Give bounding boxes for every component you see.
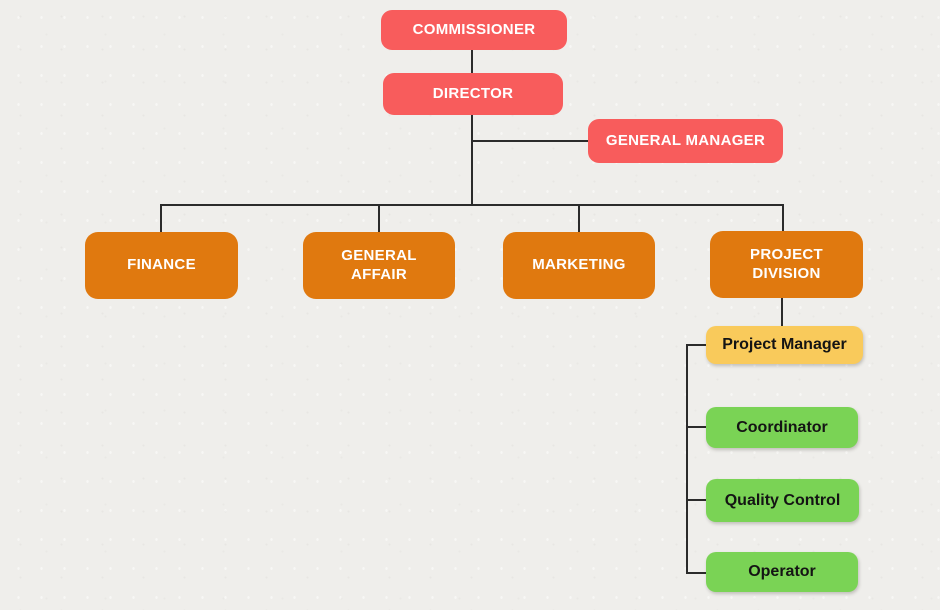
- node-coordinator: Coordinator: [706, 407, 858, 448]
- node-coordinator-label: Coordinator: [736, 418, 828, 436]
- node-operator: Operator: [706, 552, 858, 592]
- node-finance: FINANCE: [85, 232, 238, 299]
- node-project-division-label: PROJECT DIVISION: [750, 245, 823, 282]
- connector-operator-stub: [686, 572, 706, 574]
- connector-general-manager-branch: [471, 140, 589, 142]
- node-operator-label: Operator: [748, 563, 816, 580]
- node-commissioner: COMMISSIONER: [381, 10, 567, 50]
- connector-coordinator-stub: [686, 426, 706, 428]
- node-marketing: MARKETING: [503, 232, 655, 299]
- node-project-division: PROJECT DIVISION: [710, 231, 863, 298]
- node-general-affair-label: GENERAL AFFAIR: [341, 246, 417, 283]
- connector-division-to-manager: [781, 298, 783, 326]
- connector-director-trunk: [471, 115, 473, 206]
- connector-project-manager-stub: [686, 344, 706, 346]
- node-commissioner-label: COMMISSIONER: [412, 20, 536, 38]
- node-marketing-label: MARKETING: [532, 256, 626, 274]
- node-general-affair: GENERAL AFFAIR: [303, 232, 455, 299]
- node-director: DIRECTOR: [383, 73, 563, 115]
- connector-commissioner-director: [471, 50, 473, 73]
- node-project-manager-label: Project Manager: [722, 336, 847, 353]
- connector-departments-bar: [160, 204, 784, 206]
- node-general-manager-label: GENERAL MANAGER: [605, 131, 766, 149]
- connector-finance-stub: [160, 204, 162, 232]
- node-quality-control-label: Quality Control: [724, 491, 841, 509]
- node-quality-control: Quality Control: [706, 479, 859, 522]
- node-finance-label: FINANCE: [127, 256, 196, 274]
- connector-quality-control-stub: [686, 499, 706, 501]
- connector-marketing-stub: [578, 204, 580, 232]
- connector-team-bracket: [686, 344, 688, 574]
- node-director-label: DIRECTOR: [432, 84, 514, 102]
- connector-project-division-stub: [782, 204, 784, 231]
- node-project-manager: Project Manager: [706, 326, 863, 364]
- node-general-manager: GENERAL MANAGER: [588, 119, 783, 163]
- connector-general-affair-stub: [378, 204, 380, 232]
